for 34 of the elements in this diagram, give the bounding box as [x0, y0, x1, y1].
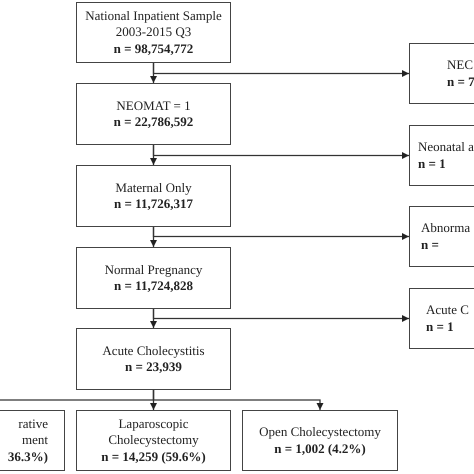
arrow: [152, 63, 409, 77]
count-text: n = 14,259 (59.6%): [100, 448, 207, 465]
box-title: Maternal Only: [114, 180, 193, 196]
process-box: [76, 410, 231, 471]
count-text: n = 22,786,592: [112, 114, 194, 130]
box-title: NEC: [447, 57, 473, 74]
count-text: n = 98,754,772: [112, 40, 194, 57]
arrow: [152, 227, 409, 240]
arrow: [152, 145, 409, 159]
box-title: Acute Cholecystitis: [101, 342, 206, 359]
count-text: n = 1,002 (4.2%): [273, 440, 367, 457]
process-box: [76, 2, 231, 63]
box-title: rative ment: [18, 416, 48, 449]
count-text: n = 7: [447, 74, 474, 90]
box-title: Normal Pregnancy: [104, 262, 204, 278]
count-text: n = 11,726,317: [113, 196, 194, 212]
count-text: n = 1: [418, 156, 446, 172]
process-box: [76, 247, 231, 309]
count-text: n = 11,724,828: [113, 278, 194, 294]
count-text: 36.3%): [8, 448, 48, 465]
count-text: n = 23,939: [124, 359, 183, 376]
arrow: [152, 390, 324, 410]
box-title: Abnorma: [421, 220, 470, 236]
box-title: NEOMAT = 1: [115, 98, 192, 114]
box-title: Open Cholecystectomy: [258, 424, 382, 440]
process-box: [76, 83, 231, 145]
box-title: Acute C: [426, 302, 469, 318]
count-text: n =: [421, 236, 439, 253]
process-box: [76, 328, 231, 390]
box-title: Neonatal a: [418, 139, 474, 156]
process-box: [242, 410, 398, 471]
arrow: [152, 309, 409, 322]
process-box: [76, 165, 231, 227]
count-text: n = 1: [426, 318, 454, 335]
